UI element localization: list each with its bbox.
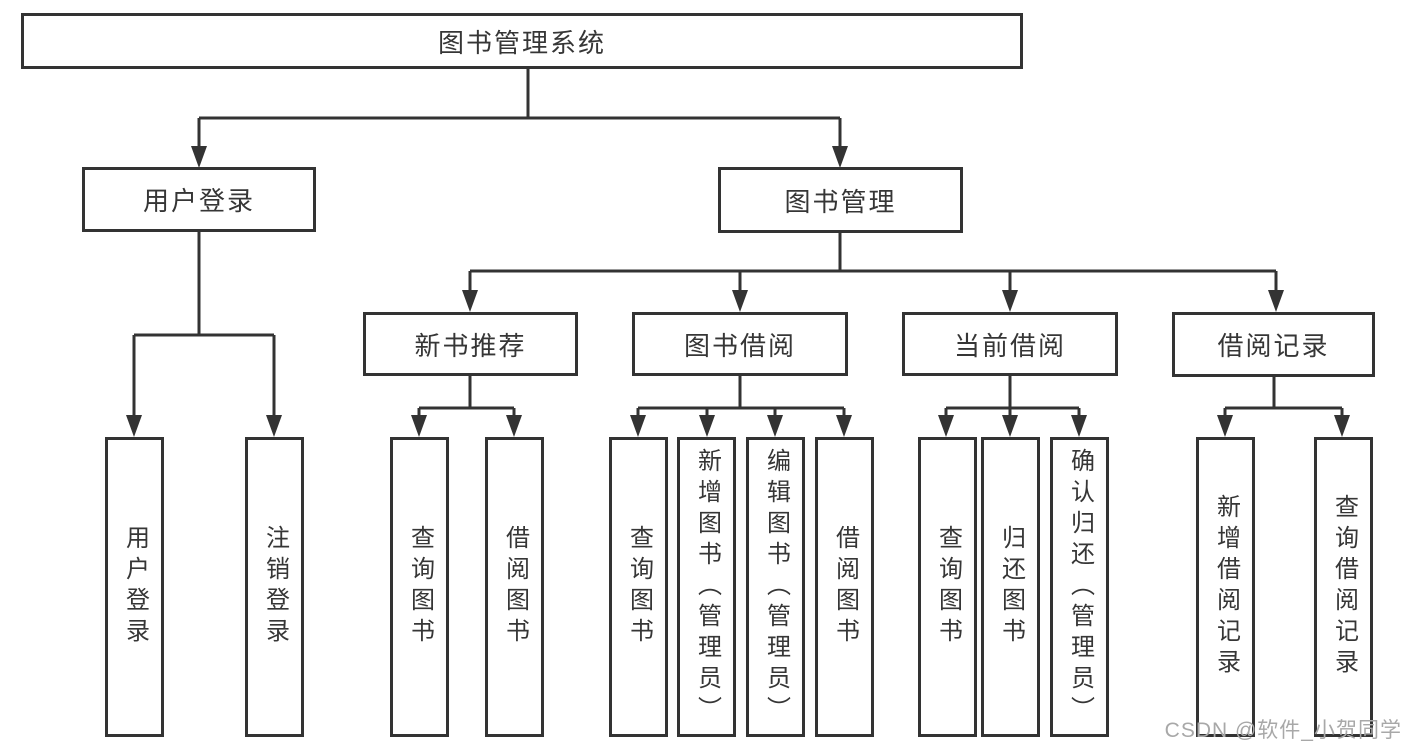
leaf-user-login: 用户登录 xyxy=(105,437,164,737)
leaf-current-query-books: 查询图书 xyxy=(918,437,977,737)
node-user-login: 用户登录 xyxy=(82,167,316,232)
leaf-recommend-query-books-label: 查询图书 xyxy=(406,525,434,649)
root-node-label: 图书管理系统 xyxy=(437,27,606,58)
node-new-book-recommend-label: 新书推荐 xyxy=(414,330,527,361)
leaf-recommend-borrow-books-label: 借阅图书 xyxy=(501,525,529,649)
node-book-management-label: 图书管理 xyxy=(784,186,897,217)
node-borrow-records: 借阅记录 xyxy=(1172,312,1375,377)
leaf-confirm-return-admin: 确认归还（管理员） xyxy=(1050,437,1109,737)
leaf-query-borrow-record-label: 查询借阅记录 xyxy=(1330,494,1358,680)
node-book-management: 图书管理 xyxy=(718,167,963,233)
leaf-user-login-label: 用户登录 xyxy=(121,525,149,649)
leaf-logout: 注销登录 xyxy=(245,437,304,737)
leaf-return-books-label: 归还图书 xyxy=(997,525,1025,649)
node-new-book-recommend: 新书推荐 xyxy=(363,312,578,376)
csdn-watermark: CSDN @软件_小贺同学 xyxy=(1164,719,1402,742)
leaf-return-books: 归还图书 xyxy=(981,437,1040,737)
node-user-login-label: 用户登录 xyxy=(142,186,255,216)
leaf-logout-label: 注销登录 xyxy=(261,525,289,649)
leaf-edit-books-admin-label: 编辑图书（管理员） xyxy=(762,447,790,727)
leaf-query-borrow-record: 查询借阅记录 xyxy=(1314,437,1373,737)
leaf-borrow-query-books: 查询图书 xyxy=(609,437,668,737)
leaf-borrow-query-books-label: 查询图书 xyxy=(625,525,653,649)
arrowheads xyxy=(126,146,1350,437)
leaf-borrow-books: 借阅图书 xyxy=(815,437,874,737)
leaf-borrow-books-label: 借阅图书 xyxy=(831,525,859,649)
node-book-borrow-label: 图书借阅 xyxy=(683,330,796,361)
tree-edges xyxy=(132,69,1344,420)
leaf-recommend-query-books: 查询图书 xyxy=(390,437,449,737)
root-node-library-system: 图书管理系统 xyxy=(21,13,1023,69)
node-book-borrow: 图书借阅 xyxy=(632,312,848,376)
leaf-add-books-admin-label: 新增图书（管理员） xyxy=(693,447,721,727)
leaf-edit-books-admin: 编辑图书（管理员） xyxy=(746,437,805,737)
node-borrow-records-label: 借阅记录 xyxy=(1217,331,1330,361)
leaf-recommend-borrow-books: 借阅图书 xyxy=(485,437,544,737)
leaf-current-query-books-label: 查询图书 xyxy=(934,525,962,649)
leaf-confirm-return-admin-label: 确认归还（管理员） xyxy=(1066,447,1094,727)
leaf-add-borrow-record: 新增借阅记录 xyxy=(1196,437,1255,737)
leaf-add-borrow-record-label: 新增借阅记录 xyxy=(1212,494,1240,680)
leaf-add-books-admin: 新增图书（管理员） xyxy=(677,437,736,737)
node-current-borrow-label: 当前借阅 xyxy=(953,330,1066,361)
node-current-borrow: 当前借阅 xyxy=(902,312,1118,376)
